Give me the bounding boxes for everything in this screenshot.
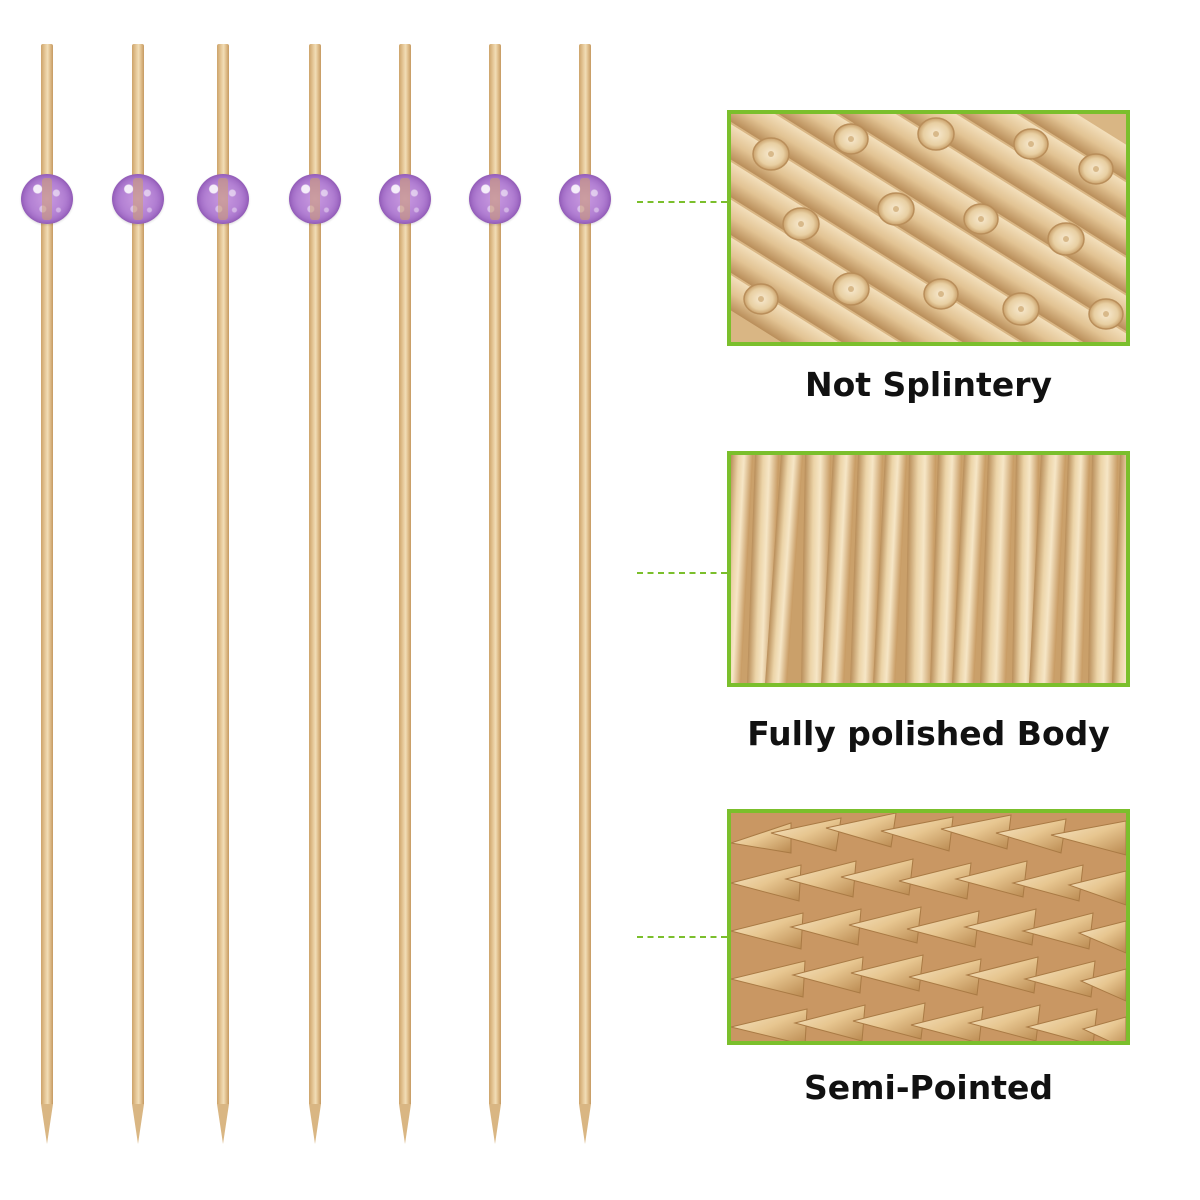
bamboo-stick: [309, 44, 321, 1104]
bead-skewer: [289, 44, 341, 1144]
purple-bead: [197, 174, 249, 224]
bamboo-stick: [399, 44, 411, 1104]
connector-line: [637, 936, 727, 938]
purple-bead: [559, 174, 611, 224]
bead-skewer: [559, 44, 611, 1144]
bead-skewer: [379, 44, 431, 1144]
bead-skewer: [469, 44, 521, 1144]
feature-photo-ends: [727, 110, 1130, 346]
feature-caption: Fully polished Body: [747, 714, 1110, 753]
feature-photo-bodies: [727, 451, 1130, 687]
bead-skewer: [197, 44, 249, 1144]
bamboo-stick: [217, 44, 229, 1104]
bamboo-stick-tips-photo: [731, 813, 1126, 1041]
purple-bead: [469, 174, 521, 224]
stick-tip: [579, 1104, 591, 1144]
stick-tip: [41, 1104, 53, 1144]
bamboo-stick: [132, 44, 144, 1104]
bamboo-stick-ends-photo: [731, 114, 1126, 342]
purple-bead: [21, 174, 73, 224]
connector-line: [637, 201, 727, 203]
feature-photo-tips: [727, 809, 1130, 1045]
bead-skewer: [112, 44, 164, 1144]
bamboo-stick: [41, 44, 53, 1104]
bead-skewer: [21, 44, 73, 1144]
purple-bead: [289, 174, 341, 224]
bamboo-stick: [489, 44, 501, 1104]
stick-tip: [309, 1104, 321, 1144]
feature-caption: Not Splintery: [804, 365, 1052, 404]
purple-bead: [379, 174, 431, 224]
stick-tip: [399, 1104, 411, 1144]
purple-bead: [112, 174, 164, 224]
connector-line: [637, 572, 727, 574]
stick-tip: [489, 1104, 501, 1144]
bamboo-stick: [579, 44, 591, 1104]
stick-tip: [132, 1104, 144, 1144]
stick-tip: [217, 1104, 229, 1144]
bamboo-stick-bodies-photo: [731, 455, 1126, 683]
feature-caption: Semi-Pointed: [804, 1068, 1053, 1107]
